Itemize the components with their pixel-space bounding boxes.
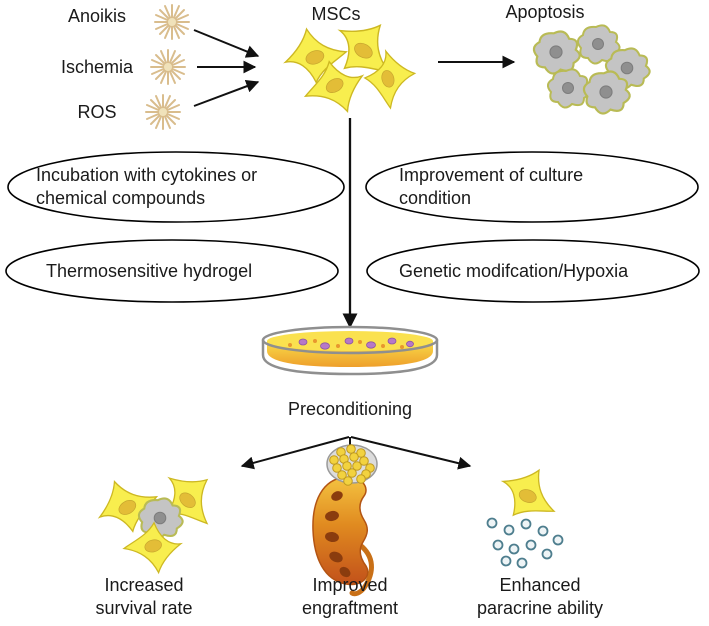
- outcome-line: survival rate: [95, 598, 193, 618]
- outcome-label-paracrine: Enhanced paracrine ability: [455, 574, 625, 620]
- msc-cell-cluster: [276, 8, 423, 127]
- msc-cell: [492, 459, 567, 529]
- dish-small-particles: [288, 339, 404, 349]
- burst-icon-anoikis: [154, 4, 190, 40]
- outcome-line: paracrine ability: [476, 598, 604, 618]
- arrow-anoikis-to-msc: [193, 29, 260, 58]
- stressor-label-ros: ROS: [77, 102, 117, 122]
- survival-cell-cluster: [87, 459, 230, 581]
- strategy-ellipse-incubation: [7, 151, 345, 223]
- strategy-ellipse-hydrogel: [5, 239, 339, 303]
- outcome-line: engraftment: [301, 598, 399, 618]
- strategy-line: Incubation with cytokines or: [36, 165, 258, 185]
- strategy-ellipse-culture: [365, 151, 699, 223]
- strategy-line: Improvement of culture: [399, 165, 584, 185]
- outcome-label-engraftment: Improved engraftment: [280, 574, 420, 620]
- arrow-ros-to-msc: [193, 80, 260, 107]
- petri-dish: [261, 325, 439, 376]
- strategy-text-genetic: Genetic modifcation/Hypoxia: [399, 260, 628, 283]
- ureter: [349, 542, 374, 597]
- preconditioning-label: Preconditioning: [287, 399, 413, 419]
- dish-rim: [261, 325, 439, 355]
- kidney-body: [312, 476, 369, 586]
- apoptotic-cell-cluster: [532, 24, 651, 115]
- strategy-line: Genetic modifcation/Hypoxia: [399, 261, 629, 281]
- stressor-arrows: [193, 29, 260, 107]
- stressor-label-anoikis: Anoikis: [67, 6, 127, 26]
- dish-cultured-cells: [298, 337, 414, 350]
- outcome-line: Improved: [312, 575, 388, 595]
- arrow-dish-to-paracrine: [350, 436, 472, 470]
- apoptotic-cell: [532, 30, 581, 75]
- kidney-pyramids: [325, 491, 351, 578]
- strategy-ellipse-genetic: [366, 239, 700, 303]
- msc-label: MSCs: [311, 4, 361, 24]
- outcome-label-survival: Increased survival rate: [74, 574, 214, 620]
- paracrine-illustration: [486, 459, 567, 569]
- strategy-text-culture: Improvement of culture condition: [399, 164, 583, 210]
- arrow-dish-to-survival: [240, 436, 350, 470]
- engrafted-cells: [329, 444, 375, 486]
- outcome-line: Enhanced: [499, 575, 581, 595]
- strategy-line: condition: [399, 188, 472, 208]
- strategy-text-incubation: Incubation with cytokines or chemical co…: [36, 164, 257, 210]
- strategy-line: Thermosensitive hydrogel: [46, 261, 253, 281]
- secreted-vesicles: [486, 517, 564, 569]
- strategy-line: chemical compounds: [36, 188, 206, 208]
- kidney-illustration: [312, 444, 378, 597]
- stressor-label-ischemia: Ischemia: [60, 57, 134, 77]
- strategy-text-hydrogel: Thermosensitive hydrogel: [46, 260, 252, 283]
- apoptosis-label: Apoptosis: [505, 2, 585, 22]
- outcome-line: Increased: [104, 575, 184, 595]
